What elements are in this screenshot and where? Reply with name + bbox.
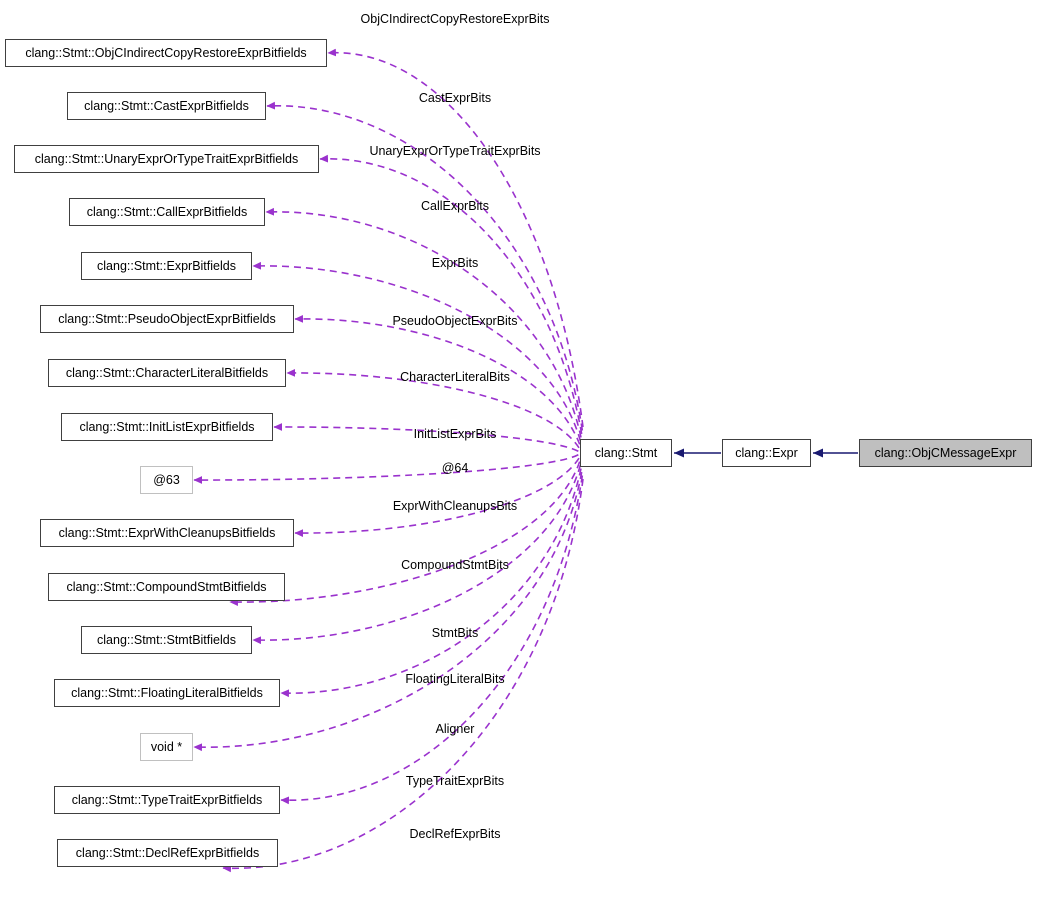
member-node-declrefexpr[interactable]: clang::Stmt::DeclRefExprBitfields (57, 839, 278, 867)
member-node-stmtbf[interactable]: clang::Stmt::StmtBitfields (81, 626, 252, 654)
edge-label-pseudoobject: PseudoObjectExprBits (392, 314, 518, 328)
member-node-compoundstmt[interactable]: clang::Stmt::CompoundStmtBitfields (48, 573, 285, 601)
node-label: clang::Stmt::PseudoObjectExprBitfields (58, 311, 276, 326)
edge-label-unaryexpr: UnaryExprOrTypeTraitExprBits (369, 144, 541, 158)
edge-label-castexpr: CastExprBits (418, 91, 492, 105)
edge-label-callexpr: CallExprBits (420, 199, 490, 213)
node-label: clang::Stmt::CallExprBitfields (86, 204, 248, 219)
edge-label-floatingliteral: FloatingLiteralBits (405, 672, 505, 686)
class-node-stmt[interactable]: clang::Stmt (580, 439, 672, 467)
edge-label-declrefexpr: DeclRefExprBits (409, 827, 501, 841)
usage-edge-at63 (193, 454, 579, 484)
member-node-charliteral[interactable]: clang::Stmt::CharacterLiteralBitfields (48, 359, 286, 387)
edge-label-typetrait: TypeTraitExprBits (405, 774, 505, 788)
edge-label-exprwithcleanups: ExprWithCleanupsBits (392, 499, 518, 513)
node-label: void * (150, 739, 183, 754)
usage-edge-stmtbf (252, 464, 582, 645)
node-label: clang::Stmt::ObjCIndirectCopyRestoreExpr… (25, 45, 307, 60)
node-label: clang::Stmt::CompoundStmtBitfields (66, 579, 267, 594)
node-label: @63 (153, 472, 180, 487)
edge-label-at63: @64 (441, 461, 469, 475)
member-node-at63[interactable]: @63 (140, 466, 193, 494)
member-node-pseudoobject[interactable]: clang::Stmt::PseudoObjectExprBitfields (40, 305, 294, 333)
usage-edge-exprwithcleanups (294, 457, 580, 537)
node-label: clang::Stmt::InitListExprBitfields (79, 419, 255, 434)
member-node-initlist[interactable]: clang::Stmt::InitListExprBitfields (61, 413, 273, 441)
node-label: clang::Stmt::ExprBitfields (97, 258, 236, 273)
member-node-typetrait[interactable]: clang::Stmt::TypeTraitExprBitfields (54, 786, 280, 814)
node-label: clang::ObjCMessageExpr (874, 445, 1017, 460)
node-label: clang::Stmt::CharacterLiteralBitfields (65, 365, 269, 380)
node-label: clang::Stmt::TypeTraitExprBitfields (71, 792, 263, 807)
member-node-exprwithcleanups[interactable]: clang::Stmt::ExprWithCleanupsBitfields (40, 519, 294, 547)
member-node-castexpr[interactable]: clang::Stmt::CastExprBitfields (67, 92, 266, 120)
member-node-floatingliteral[interactable]: clang::Stmt::FloatingLiteralBitfields (54, 679, 280, 707)
edge-label-objcindirectcopyrestore: ObjCIndirectCopyRestoreExprBits (360, 12, 550, 26)
member-node-callexpr[interactable]: clang::Stmt::CallExprBitfields (69, 198, 265, 226)
edge-label-compoundstmt: CompoundStmtBits (401, 558, 509, 572)
member-node-exprbf[interactable]: clang::Stmt::ExprBitfields (81, 252, 252, 280)
node-label: clang::Stmt::FloatingLiteralBitfields (71, 685, 263, 700)
node-label: clang::Stmt::StmtBitfields (97, 632, 236, 647)
edge-label-exprbf: ExprBits (431, 256, 479, 270)
class-node-objcmessageexpr[interactable]: clang::ObjCMessageExpr (859, 439, 1032, 467)
member-node-objcindirectcopyrestore[interactable]: clang::Stmt::ObjCIndirectCopyRestoreExpr… (5, 39, 327, 67)
edge-label-voidptr: Aligner (435, 722, 475, 736)
node-label: clang::Stmt::DeclRefExprBitfields (75, 845, 260, 860)
usage-edge-exprbf (252, 261, 582, 442)
node-label: clang::Stmt::CastExprBitfields (84, 98, 249, 113)
member-node-voidptr[interactable]: void * (140, 733, 193, 761)
edge-label-initlist: InitListExprBits (413, 427, 497, 441)
member-node-unaryexpr[interactable]: clang::Stmt::UnaryExprOrTypeTraitExprBit… (14, 145, 319, 173)
edge-label-stmtbf: StmtBits (431, 626, 479, 640)
usage-edges (193, 48, 584, 873)
node-label: clang::Stmt::ExprWithCleanupsBitfields (58, 525, 276, 540)
edge-label-charliteral: CharacterLiteralBits (400, 370, 510, 384)
class-node-expr[interactable]: clang::Expr (722, 439, 811, 467)
node-label: clang::Stmt (594, 445, 658, 460)
node-label: clang::Stmt::UnaryExprOrTypeTraitExprBit… (34, 151, 299, 166)
node-label: clang::Expr (735, 445, 798, 460)
